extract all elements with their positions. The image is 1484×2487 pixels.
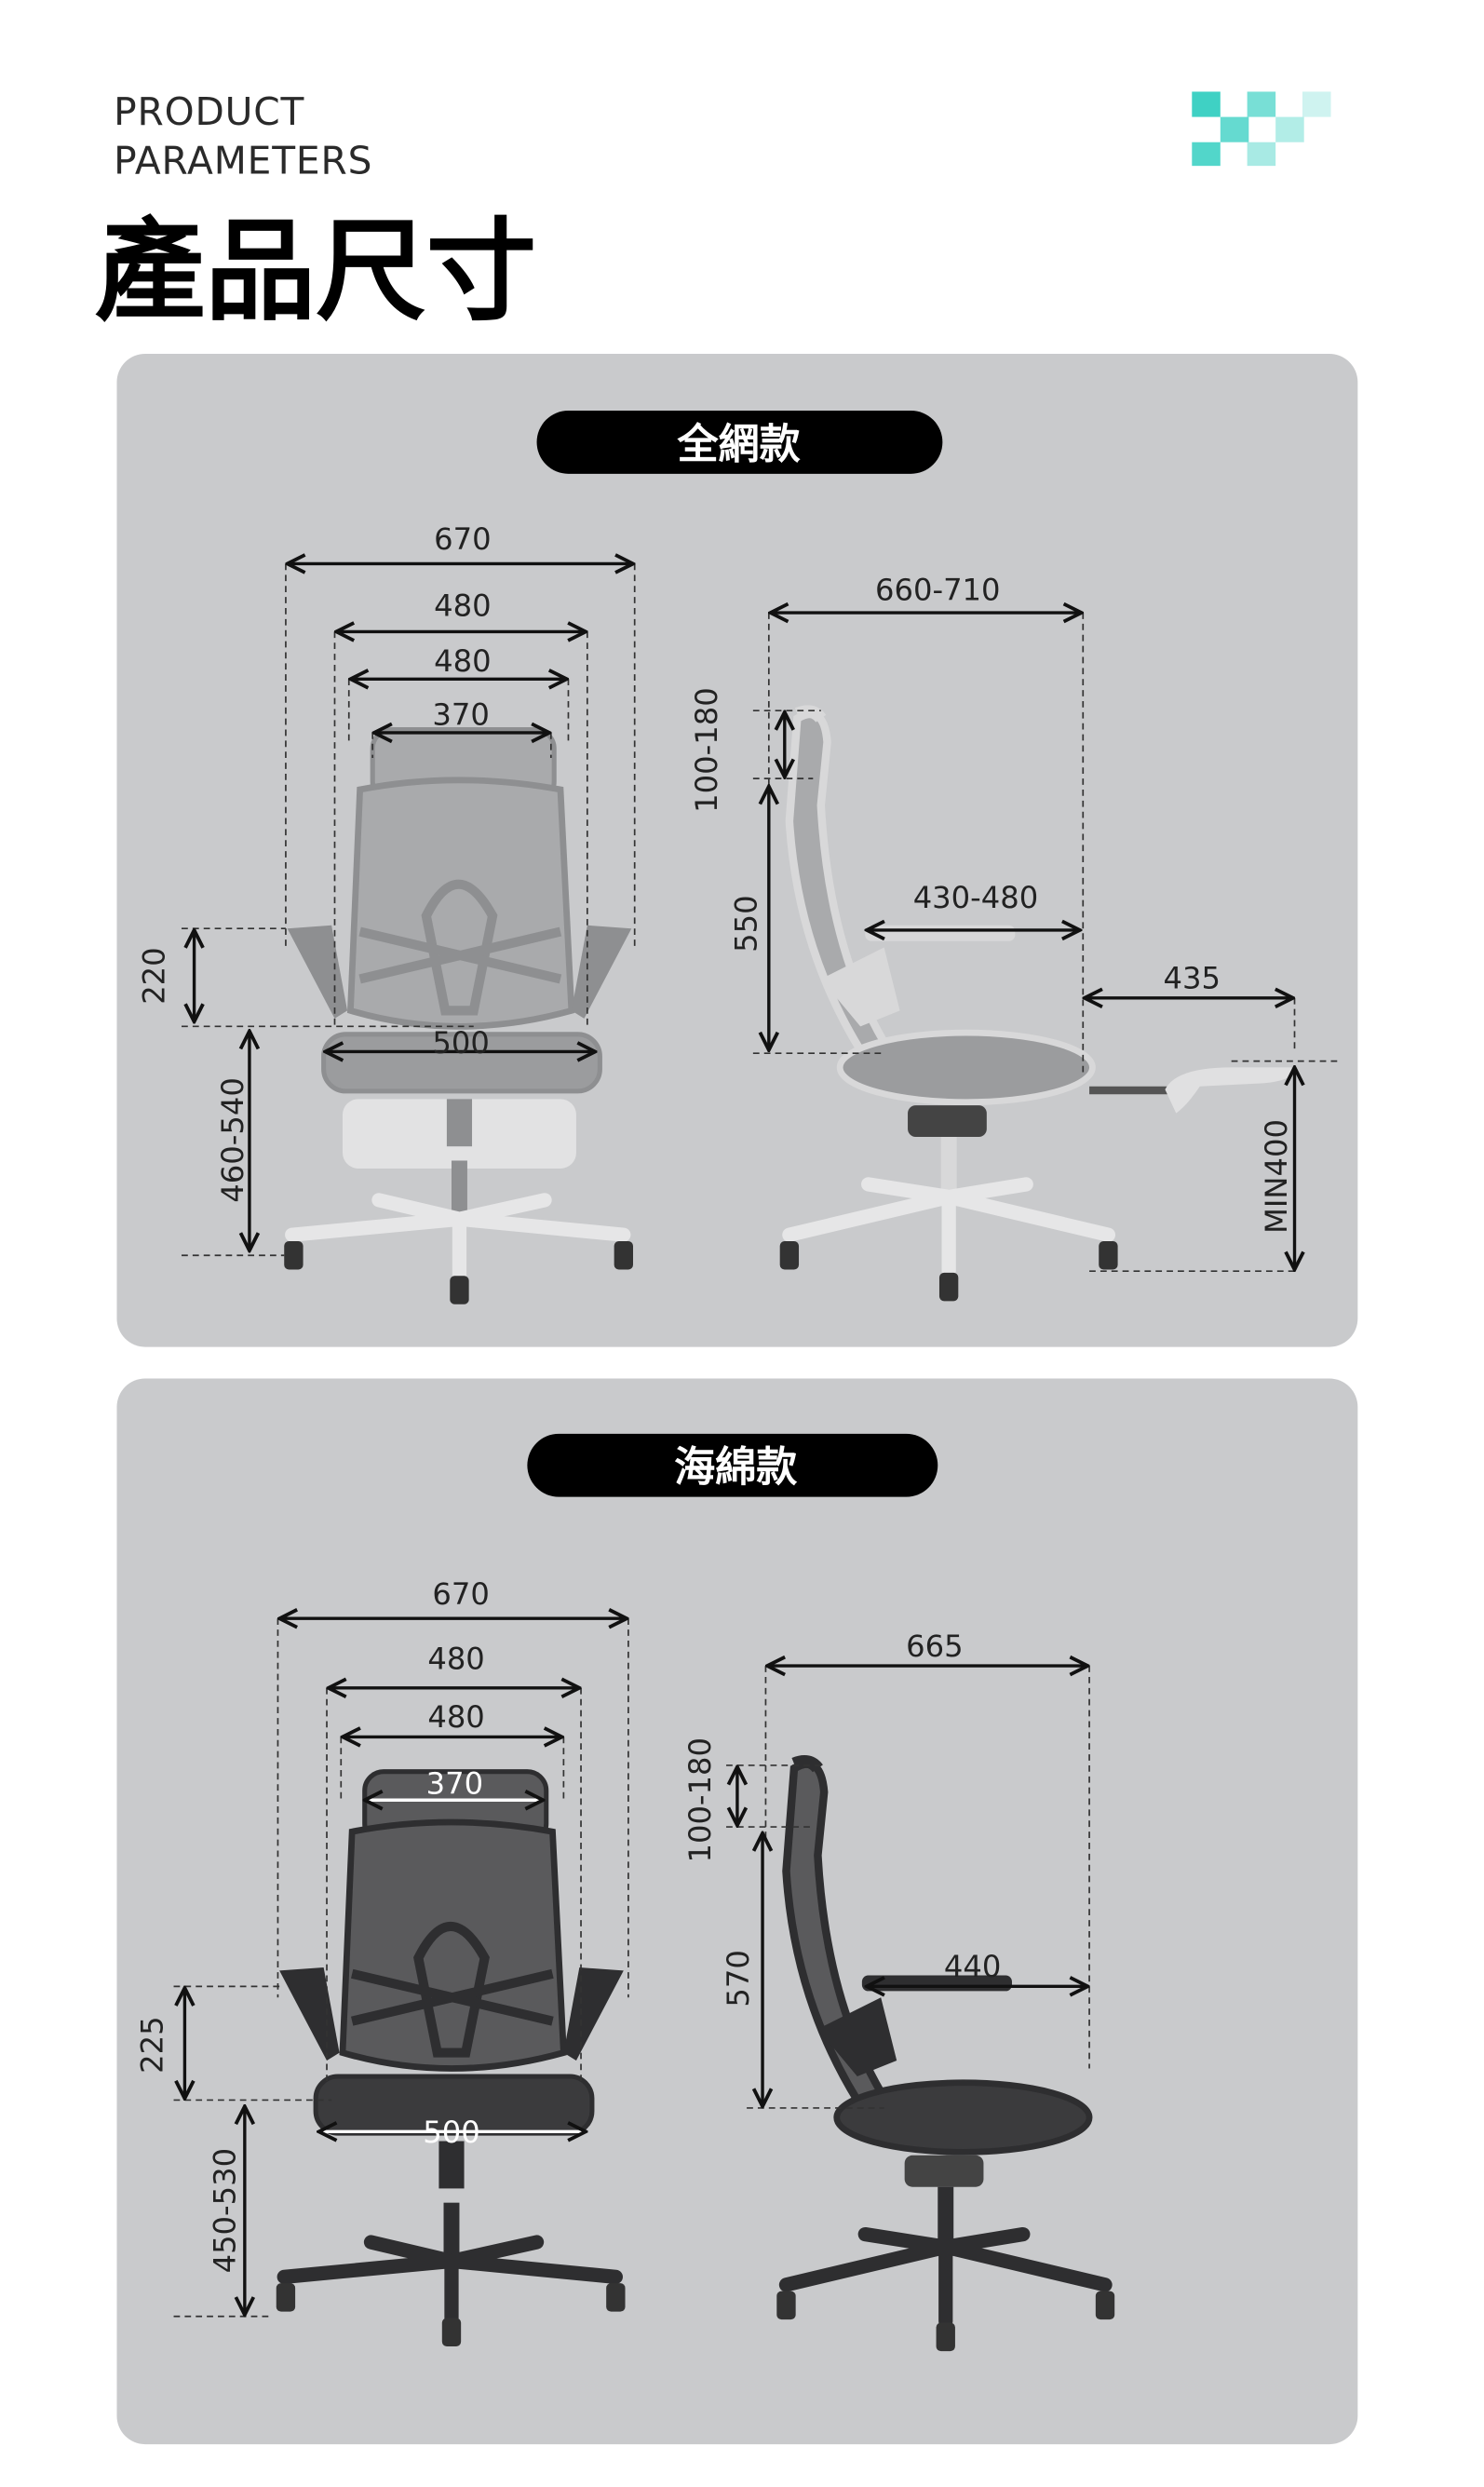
- dim-footrest-height: MIN400: [1259, 1119, 1294, 1234]
- dim-headrest-adjust: 100-180: [682, 1737, 718, 1863]
- dim-depth: 660-710: [875, 572, 1001, 607]
- dim-seat-width: 500: [432, 1025, 489, 1061]
- panel-sponge: 海綿款 670 480 480 370 225 500 450-530 665 …: [116, 1378, 1358, 2445]
- dim-back-width-outer: 480: [427, 1642, 484, 1677]
- dim-seat-height: 460-540: [215, 1077, 250, 1203]
- page-title: 產品尺寸: [95, 207, 537, 335]
- dim-footrest-length: 435: [1164, 961, 1221, 996]
- dim-headrest-width: 370: [432, 696, 489, 732]
- dim-headrest-adjust: 100-180: [689, 687, 724, 813]
- footrest: [1089, 1067, 1293, 1114]
- dim-back-width-inner: 480: [434, 643, 491, 679]
- model-label-pill: [536, 410, 943, 474]
- dim-headrest-width: 370: [426, 1765, 483, 1801]
- dim-back-width-inner: 480: [427, 1699, 484, 1735]
- dim-total-width: 670: [432, 1576, 489, 1612]
- dim-armrest-height: 220: [136, 947, 171, 1004]
- dim-seat-depth: 430-480: [913, 880, 1039, 915]
- dim-back-height: 550: [728, 895, 763, 952]
- checker-logo-icon: [1192, 91, 1331, 167]
- dim-depth: 665: [906, 1629, 963, 1664]
- model-label: 海綿款: [674, 1444, 798, 1492]
- dim-armrest-height: 225: [135, 2016, 170, 2073]
- model-label-pill: [527, 1433, 938, 1497]
- panel-full-mesh: 全網款 670 480 480 370 220 500 460-540 660-…: [116, 353, 1358, 1347]
- dim-seat-depth: 440: [944, 1949, 1001, 1984]
- dim-back-height: 570: [721, 1950, 756, 2007]
- dim-back-width-outer: 480: [434, 588, 491, 623]
- subtitle-line1: PRODUCT: [114, 89, 304, 134]
- dim-seat-width: 500: [423, 2115, 479, 2150]
- subtitle-line2: PARAMETERS: [114, 139, 372, 183]
- dim-seat-height: 450-530: [208, 2148, 243, 2274]
- model-label: 全網款: [676, 421, 801, 468]
- dim-total-width: 670: [434, 521, 491, 557]
